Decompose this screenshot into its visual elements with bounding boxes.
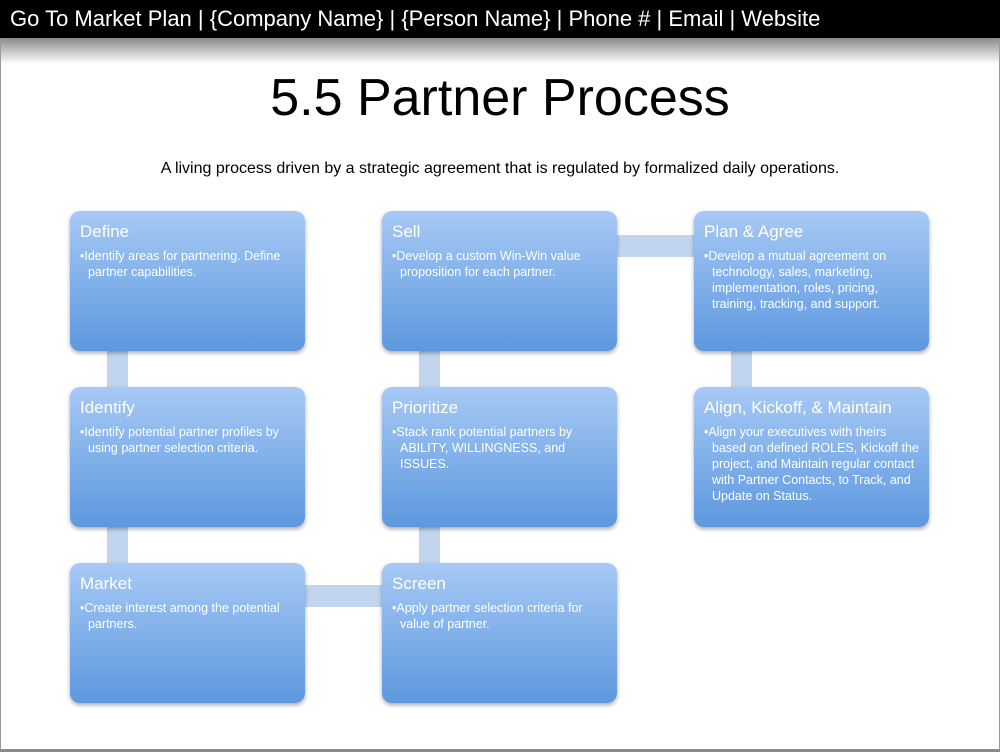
step-text: •Stack rank potential partners by ABILIT… bbox=[392, 425, 573, 471]
step-title: Screen bbox=[392, 574, 446, 593]
step-text: •Identify potential partner profiles by … bbox=[80, 425, 279, 455]
step-title: Sell bbox=[392, 222, 421, 241]
step-identify: Identify •Identify potential partner prof… bbox=[70, 387, 305, 527]
page-title: 5.5 Partner Process bbox=[270, 69, 730, 127]
step-title: Define bbox=[80, 222, 130, 241]
step-title: Align, Kickoff, & Maintain bbox=[704, 398, 892, 417]
step-title: Plan & Agree bbox=[704, 222, 804, 241]
connector bbox=[617, 235, 694, 257]
step-prioritize: Prioritize •Stack rank potential partners… bbox=[382, 387, 617, 527]
step-text: •Apply partner selection criteria for va… bbox=[392, 601, 583, 631]
step-title: Prioritize bbox=[392, 398, 459, 417]
step-text: •Align your executives with theirs based… bbox=[704, 425, 919, 503]
step-text: •Create interest among the potential par… bbox=[80, 601, 280, 631]
header-bar: Go To Market Plan | {Company Name} | {Pe… bbox=[0, 0, 1000, 38]
step-align-kickoff-maintain: Align, Kickoff, & Maintain •Align your ex… bbox=[694, 387, 929, 527]
connector bbox=[731, 351, 752, 387]
step-plan-agree: Plan & Agree •Develop a mutual agreement … bbox=[694, 211, 929, 351]
page-subtitle: A living process driven by a strategic a… bbox=[160, 160, 840, 177]
connector bbox=[305, 585, 382, 607]
connector bbox=[419, 351, 440, 387]
header-shadow bbox=[1, 38, 999, 64]
step-title: Identify bbox=[80, 398, 135, 417]
step-sell: Sell •Develop a custom Win-Win value prop… bbox=[382, 211, 617, 351]
step-text: •Identify areas for partnering. Define p… bbox=[80, 249, 281, 279]
step-title: Market bbox=[80, 574, 132, 593]
connector bbox=[419, 527, 440, 563]
step-screen: Screen •Apply partner selection criteria … bbox=[382, 563, 617, 703]
step-market: Market •Create interest among the potenti… bbox=[70, 563, 305, 703]
step-text: •Develop a mutual agreement on technolog… bbox=[704, 249, 887, 311]
step-text: •Develop a custom Win-Win value proposit… bbox=[392, 249, 581, 279]
step-define: Define •Identify areas for partnering. De… bbox=[70, 211, 305, 351]
connector bbox=[107, 527, 128, 563]
connector bbox=[107, 351, 128, 387]
